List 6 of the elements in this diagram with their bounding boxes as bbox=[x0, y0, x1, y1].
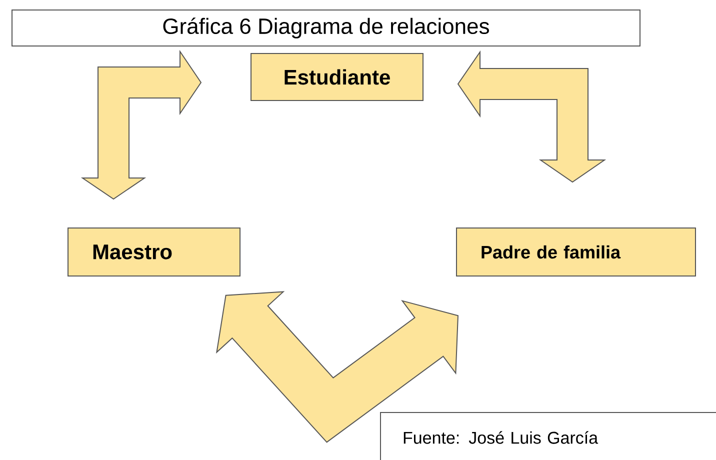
block-arrow bbox=[216, 291, 459, 443]
source-note: Fuente: José Luis García bbox=[380, 412, 716, 460]
process-box: Padre de familia bbox=[456, 228, 696, 276]
title-box: Gráfica 6 Diagrama de relaciones bbox=[12, 10, 640, 46]
process-box: Estudiante bbox=[250, 53, 424, 101]
process-box: Maestro bbox=[68, 228, 240, 276]
